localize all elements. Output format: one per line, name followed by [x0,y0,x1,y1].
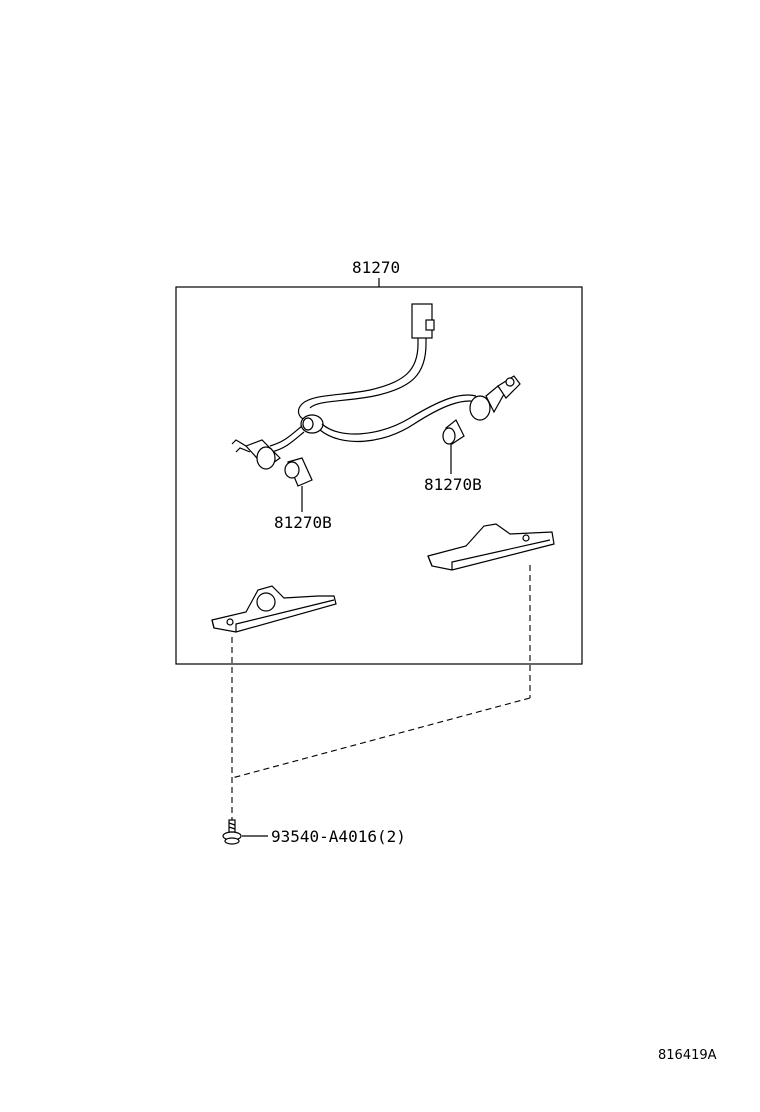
bulb-right [442,419,465,445]
illustration-id: 816419A [658,1048,717,1063]
harness-grommet [300,414,324,434]
bulb-left-part-number: 81270B [274,513,332,532]
wire-harness [231,303,521,470]
bulb-left [284,457,313,487]
lamp-housing-right [427,523,555,571]
lamp-housing-left [211,585,337,633]
screw-dashed-line-diagonal [231,697,531,779]
bulb-right-part-number: 81270B [424,475,482,494]
assembly-part-number: 81270 [352,258,400,277]
assembly-box [175,286,583,665]
screw-icon [222,819,242,845]
screw-part-number: 93540-A4016(2) [271,827,406,846]
